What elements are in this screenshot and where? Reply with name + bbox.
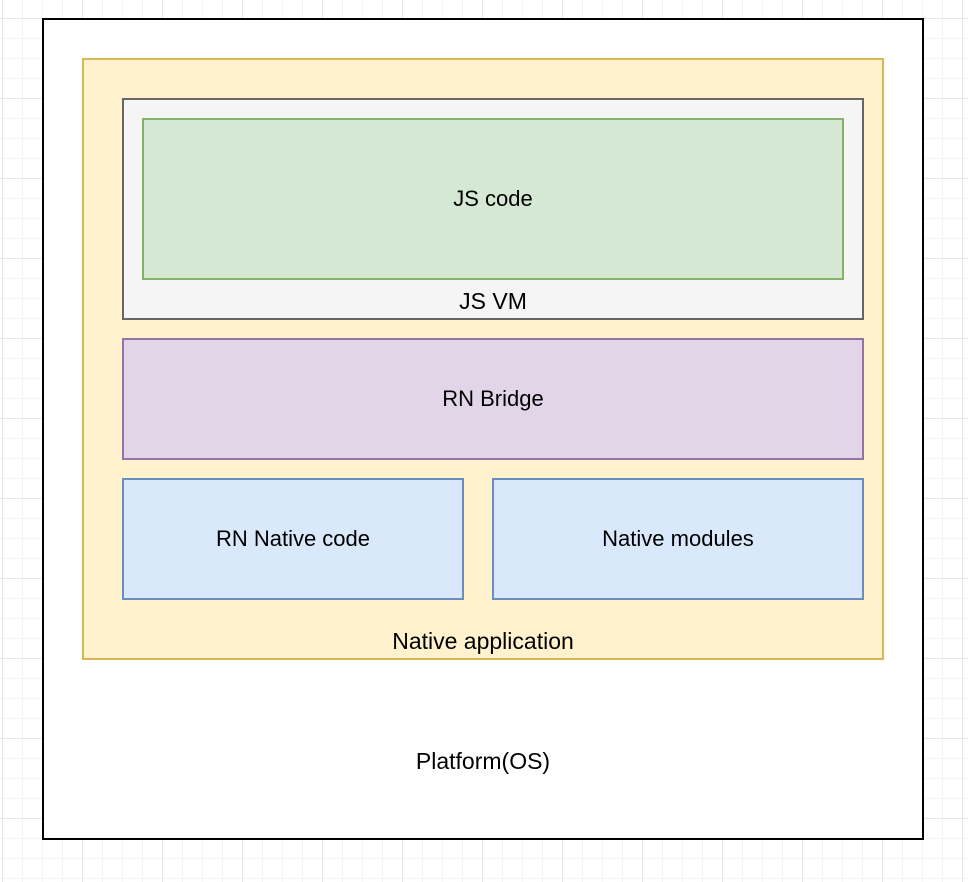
native-modules-label: Native modules [602,526,754,551]
native-modules-box: Native modules [492,478,864,600]
rn-bridge-box: RN Bridge [122,338,864,460]
js-code-box: JS code [142,118,844,280]
platform-os-label: Platform(OS) [415,748,551,774]
rn-bridge-label: RN Bridge [442,386,544,411]
rn-native-code-box: RN Native code [122,478,464,600]
js-code-label: JS code [453,186,533,211]
native-application-label: Native application [392,628,574,654]
js-vm-label: JS VM [459,288,527,314]
rn-native-code-label: RN Native code [215,526,371,551]
